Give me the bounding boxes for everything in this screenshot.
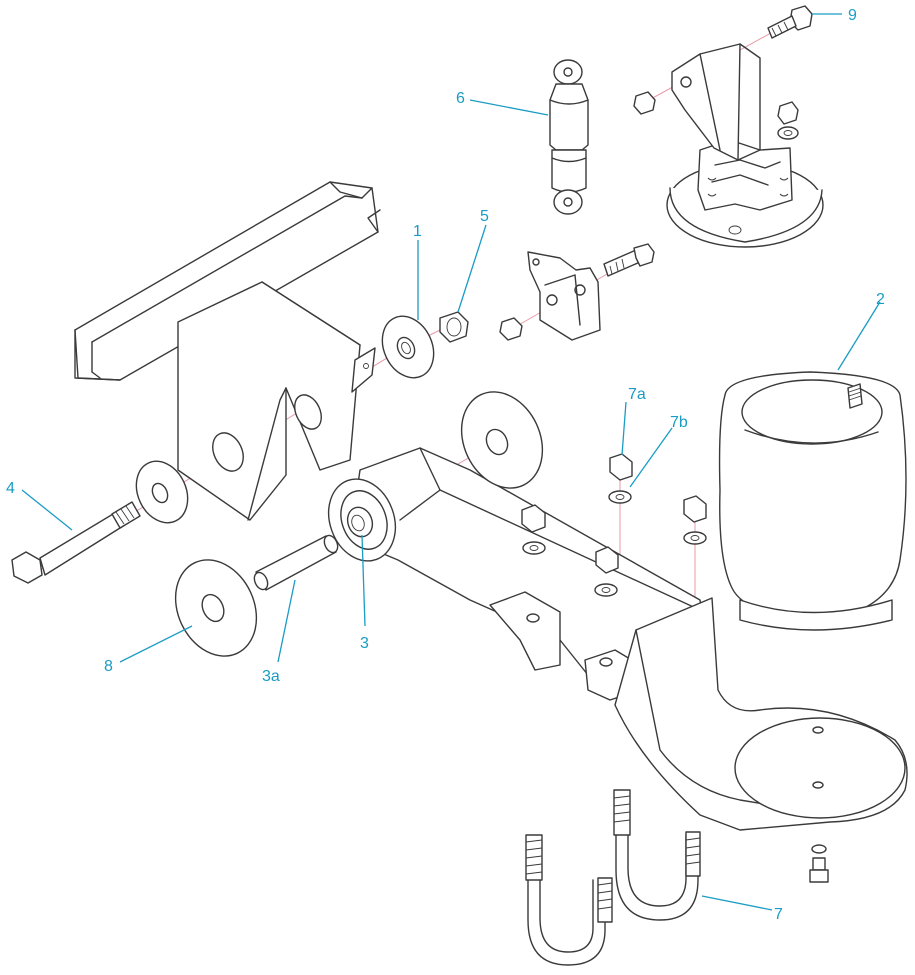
callout-3: 3: [360, 635, 369, 652]
large-washer-item-8: [174, 559, 258, 657]
callout-4: 4: [6, 480, 15, 497]
callout-7: 7: [774, 906, 783, 923]
u-bolts-item-7: [525, 789, 701, 966]
washer-rear: [460, 391, 544, 489]
upper-nut-washer: [633, 91, 799, 140]
air-spring-item-2: [718, 371, 907, 631]
callout-5: 5: [480, 208, 489, 225]
trailing-arm: [349, 447, 706, 701]
arm-nuts-washers: [521, 453, 707, 597]
bushing-item-3: [327, 478, 397, 562]
frame-rail: [74, 181, 381, 381]
callout-3a: 3a: [262, 668, 280, 685]
callout-leaders: [21, 13, 881, 911]
sleeve-item-3a: [253, 534, 339, 591]
callout-8: 8: [104, 658, 113, 675]
callout-7a: 7a: [628, 386, 646, 403]
shock-absorber-item-6: [549, 59, 589, 215]
lower-shock-bracket: [499, 243, 655, 341]
callout-1: 1: [413, 223, 422, 240]
callout-2: 2: [876, 291, 885, 308]
callout-9: 9: [848, 7, 857, 24]
long-bolt-item-4: [11, 501, 141, 584]
bolt-item-9: [767, 5, 813, 39]
washer-item-1: [381, 315, 435, 379]
callout-labels: 1 5 6 9 2 7a 7b 4 3 3a 8 7: [6, 7, 885, 923]
callout-7b: 7b: [670, 414, 688, 431]
seat-bolt: [809, 844, 829, 883]
air-spring-seat-bracket: [614, 597, 908, 831]
hanger-bracket: [177, 281, 376, 521]
nut-item-5: [439, 311, 469, 343]
washer-bolt: [135, 460, 189, 524]
callout-6: 6: [456, 90, 465, 107]
upper-mount-bracket: [666, 43, 824, 248]
